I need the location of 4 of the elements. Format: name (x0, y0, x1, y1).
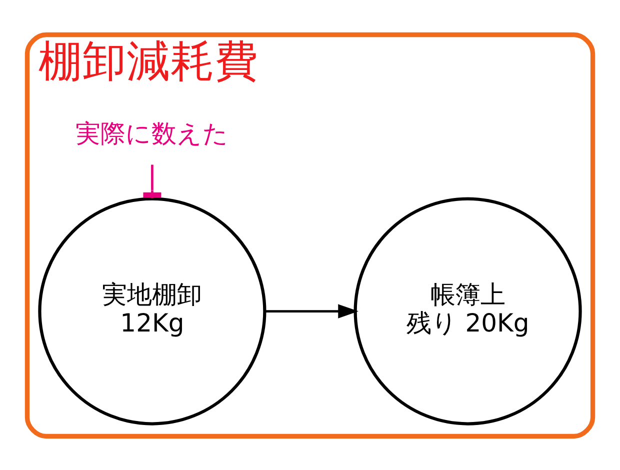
node-label: 実際に数えた (76, 118, 229, 148)
arrow (265, 304, 358, 318)
node-circle: 実地棚卸 12Kg (38, 196, 266, 425)
node-circle: 帳簿上 残り 20Kg (354, 196, 582, 425)
